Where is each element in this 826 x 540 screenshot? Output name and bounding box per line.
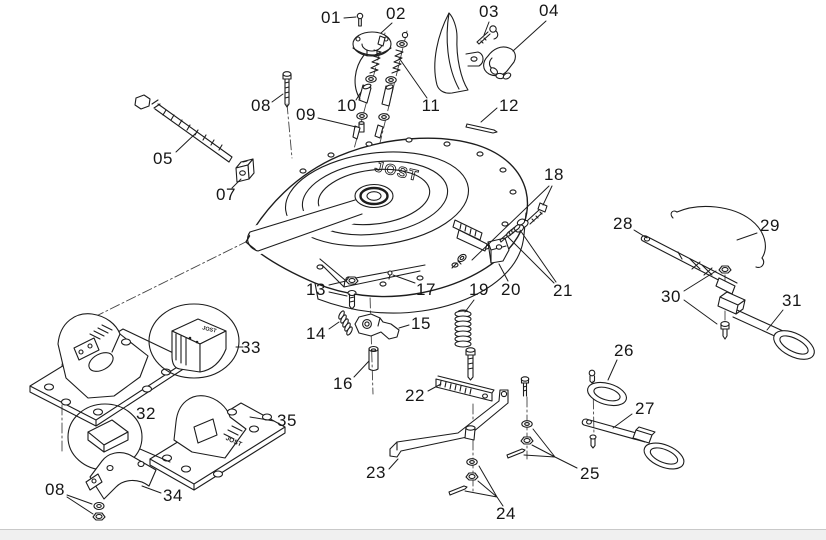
part-label-17: 17 — [416, 280, 436, 299]
part-25-hardware — [506, 376, 534, 459]
part-19-spring — [454, 309, 472, 348]
part-label-29: 29 — [760, 216, 780, 235]
part-10-hardware-chain — [352, 35, 386, 140]
part-34-clamp-bracket — [85, 452, 157, 500]
part-08-bolt — [282, 71, 292, 108]
part-label-11: 11 — [421, 96, 441, 115]
part-28-slide-bar — [640, 235, 738, 295]
fifth-wheel-plate: JOST — [245, 137, 529, 314]
part-label-24: 24 — [496, 504, 516, 523]
pedestal-35: JOST — [149, 395, 286, 491]
part-23-release-arm — [389, 389, 509, 458]
detail-circle-32 — [67, 403, 143, 471]
part-label-20: 20 — [501, 280, 521, 299]
part-label-04: 04 — [539, 1, 559, 20]
part-21-spring-pin — [499, 218, 526, 243]
part-label-34: 34 — [163, 486, 183, 505]
part-05-cross-shaft — [134, 94, 233, 163]
part-20-bracket — [487, 237, 510, 264]
part-07-block — [235, 158, 255, 183]
part-label-13: 13 — [306, 280, 326, 299]
part-02-wear-ring — [352, 31, 392, 57]
part-29-cable — [670, 205, 766, 268]
part-22-rack-bar — [435, 347, 495, 402]
cap-logo-text: JOST — [202, 325, 218, 334]
part-31-handle — [717, 291, 815, 360]
part-label-33: 33 — [241, 338, 261, 357]
part-label-22: 22 — [405, 386, 425, 405]
part-16-pivot-pin — [368, 345, 379, 372]
part-label-16: 16 — [333, 374, 353, 393]
pedestal-left — [29, 313, 189, 427]
part-14-spring — [338, 310, 353, 336]
part-label-26: 26 — [614, 341, 634, 360]
part-17-set-pin — [387, 270, 393, 280]
part-13-nut-bolt — [345, 276, 359, 310]
part-label-28: 28 — [613, 214, 633, 233]
part-label-30: 30 — [661, 287, 681, 306]
part-label-05: 05 — [153, 149, 173, 168]
part-label-31: 31 — [782, 291, 802, 310]
part-11-hardware-chain — [374, 31, 409, 139]
part-04-lock-jaw-hook — [434, 12, 516, 94]
part-label-25: 25 — [580, 464, 600, 483]
part-label-02: 02 — [386, 4, 406, 23]
part-label-15: 15 — [411, 314, 431, 333]
part-label-14: 14 — [306, 324, 326, 343]
part-label-27: 27 — [635, 399, 655, 418]
part-label-12: 12 — [499, 96, 519, 115]
part-label-18: 18 — [544, 165, 564, 184]
part-label-07: 07 — [216, 185, 236, 204]
part-15-lock-lever — [354, 313, 400, 340]
part-label-19: 19 — [469, 280, 489, 299]
part-01-screw — [356, 12, 364, 27]
part-label-32: 32 — [136, 404, 156, 423]
part-12-pin — [465, 123, 498, 134]
part-label-03: 03 — [479, 2, 499, 21]
page-footer-strip — [0, 529, 826, 540]
part-label-08b: 08 — [45, 480, 65, 499]
part-27-handle-bar — [581, 418, 685, 470]
part-label-35: 35 — [277, 411, 297, 430]
part-label-23: 23 — [366, 463, 386, 482]
part-label-01: 01 — [321, 8, 341, 27]
part-label-08: 08 — [251, 96, 271, 115]
part-08-washer-nut — [92, 501, 106, 521]
detail-circle-33: JOST — [148, 303, 240, 379]
plate-bolt-holes — [299, 137, 517, 287]
part-24-hardware — [448, 458, 479, 496]
part-30-nut-bolt — [718, 265, 732, 340]
part-label-10: 10 — [337, 96, 357, 115]
part-label-09: 09 — [296, 105, 316, 124]
leader-lines — [66, 16, 784, 515]
part-label-21: 21 — [553, 281, 573, 300]
plate-rub-rail — [452, 219, 488, 252]
part-26-loop-handle — [587, 369, 627, 407]
part-03-pin-clip — [476, 25, 499, 45]
